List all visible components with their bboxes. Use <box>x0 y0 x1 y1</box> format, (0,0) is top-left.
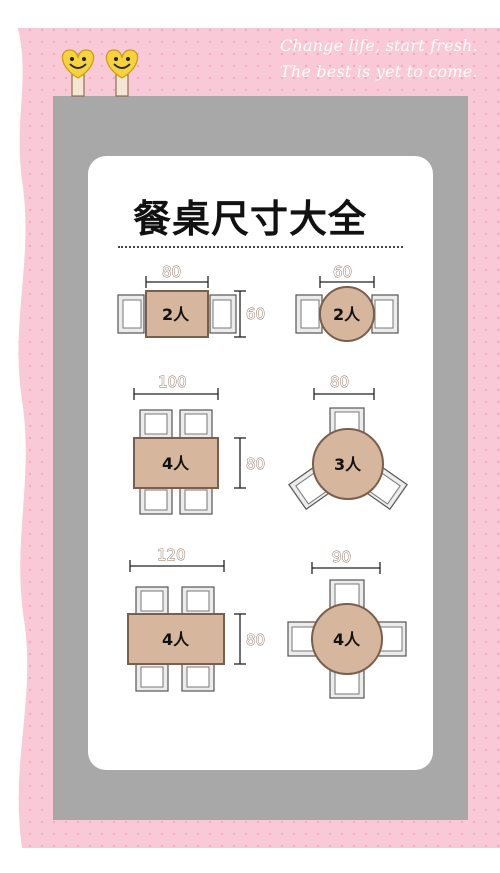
depth-label: 60 <box>246 305 265 323</box>
tagline-line-1: Change life, start fresh. <box>280 36 478 55</box>
table-rect-2: 80 2人 60 <box>117 263 266 338</box>
smiley-icons <box>61 49 139 97</box>
title-divider <box>118 246 403 248</box>
smiley-heart-icon <box>61 49 95 97</box>
diameter-label: 90 <box>332 548 351 566</box>
width-label: 120 <box>157 546 186 564</box>
width-label: 100 <box>158 373 187 391</box>
tagline-line-2: The best is yet to come. <box>280 62 478 81</box>
seats-label: 2人 <box>162 305 190 324</box>
depth-label: 80 <box>246 631 265 649</box>
diameter-label: 60 <box>333 263 352 281</box>
seats-label: 2人 <box>333 305 361 324</box>
table-round-3: 80 3人 <box>288 373 408 511</box>
seats-label: 4人 <box>333 630 361 649</box>
seats-label: 3人 <box>334 455 362 474</box>
table-rect-4-120: 120 4人 80 <box>127 546 266 692</box>
diameter-label: 80 <box>330 373 349 391</box>
seats-label: 4人 <box>162 454 190 473</box>
table-round-4: 90 4人 <box>287 548 407 699</box>
table-rect-4-100: 100 4人 80 <box>133 373 266 515</box>
smiley-heart-icon <box>105 49 139 97</box>
depth-label: 80 <box>246 455 265 473</box>
table-round-2: 60 2人 <box>295 263 399 342</box>
page-title: 餐桌尺寸大全 <box>132 197 367 241</box>
seats-label: 4人 <box>162 630 190 649</box>
width-label: 80 <box>162 263 181 281</box>
